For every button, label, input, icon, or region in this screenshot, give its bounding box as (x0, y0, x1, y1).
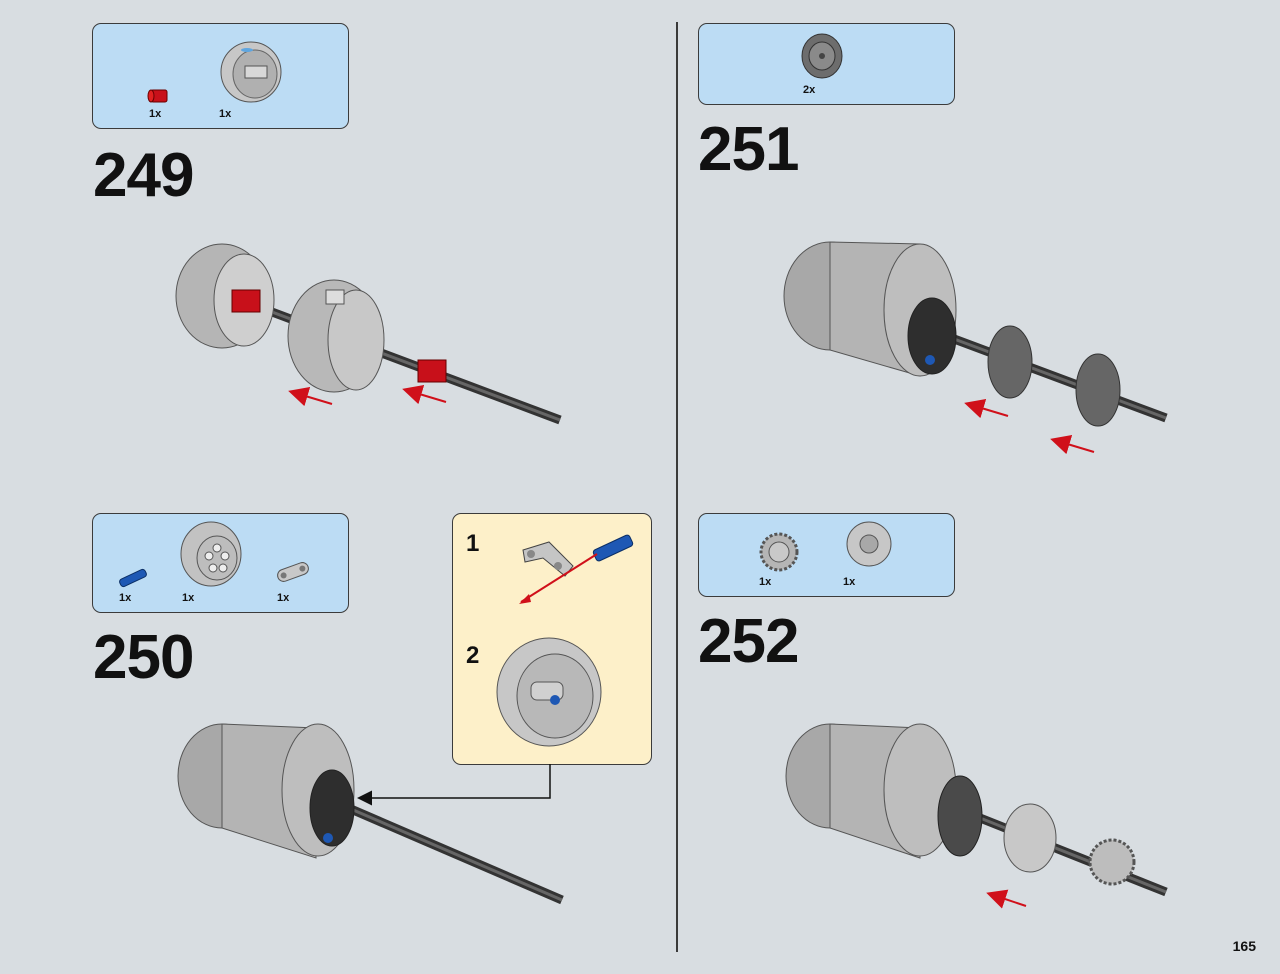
substep-number: 2 (466, 642, 480, 669)
blue-pin-icon (119, 568, 147, 588)
clutch-gear-icon (846, 521, 892, 567)
page-divider (676, 22, 678, 952)
part-qty: 1x (119, 592, 132, 604)
page-number: 165 (1232, 938, 1256, 954)
step-249-drawing (175, 243, 562, 425)
step-number: 252 (698, 607, 799, 676)
part-qty: 2x (803, 84, 816, 96)
part-qty: 1x (182, 592, 195, 604)
step-number: 251 (698, 115, 799, 184)
axle-lever-part (522, 541, 574, 577)
parts-box-252: 1x 1x (698, 513, 955, 597)
parts-illustration-249 (147, 41, 282, 103)
step-number: 249 (93, 141, 194, 210)
part-qty: 1x (843, 576, 856, 588)
step-250-drawing (177, 723, 564, 905)
parts-illustration-252 (759, 521, 892, 572)
axle-lever-icon (277, 562, 309, 582)
substep-number: 1 (466, 530, 480, 557)
wheel-hub-assembled (496, 637, 602, 747)
parts-box-251: 2x (698, 23, 955, 105)
subassembly-box: 1 2 (452, 513, 652, 765)
step-251-drawing (783, 241, 1168, 455)
step-252-drawing (785, 723, 1168, 909)
parts-illustration-250 (119, 521, 309, 588)
wheel-hub-icon (180, 521, 242, 587)
wheel-hub-icon (220, 41, 282, 103)
pulley-icon (801, 33, 843, 79)
assembly-arrow (520, 553, 598, 603)
part-qty: 1x (759, 576, 772, 588)
gear-icon (759, 532, 799, 572)
red-connector-icon (147, 89, 168, 103)
parts-box-249: 1x 1x (92, 23, 349, 129)
parts-box-250: 1x 1x 1x (92, 513, 349, 613)
part-qty: 1x (219, 108, 232, 120)
part-qty: 1x (277, 592, 290, 604)
subassembly-illustration (496, 534, 634, 747)
step-number: 250 (93, 623, 194, 692)
parts-illustration-251 (801, 33, 843, 79)
part-qty: 1x (149, 108, 162, 120)
